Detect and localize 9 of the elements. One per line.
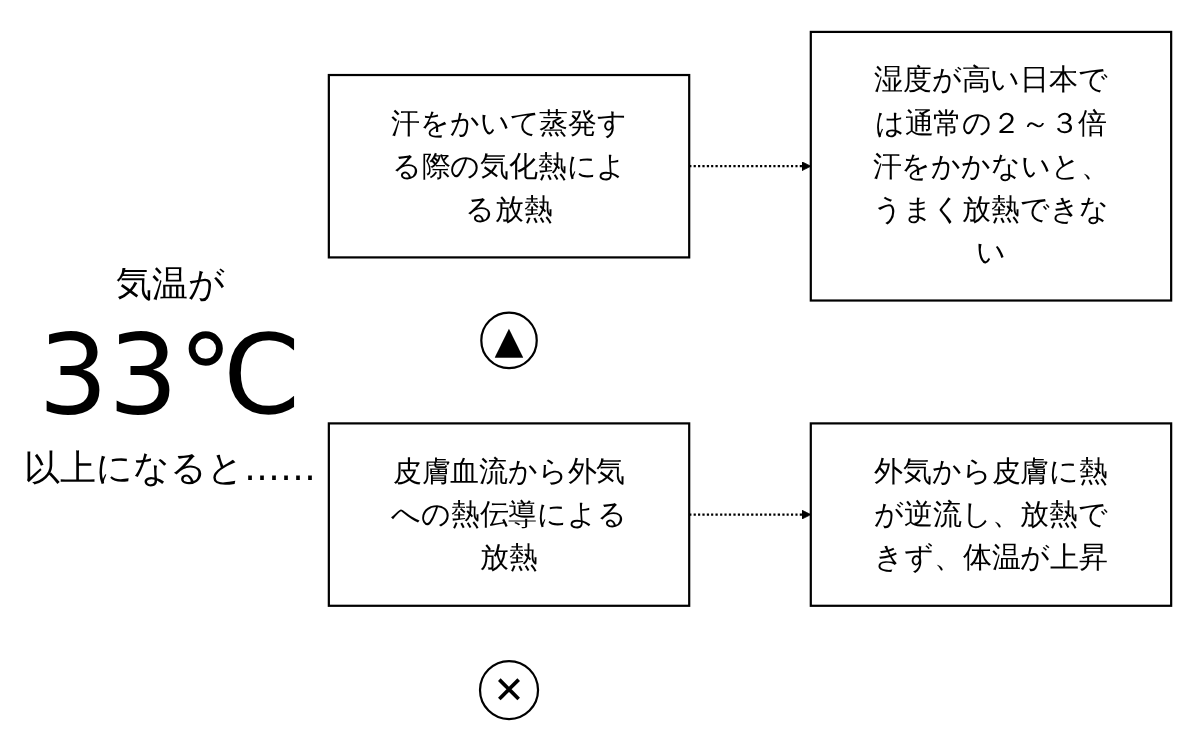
text-box: 外気から皮膚に熱が逆流し、放熱できず、体温が上昇 bbox=[809, 422, 1173, 607]
symbol-circle: ✕ bbox=[478, 659, 540, 721]
condition-text: 気温が bbox=[115, 262, 225, 305]
condition-text: 以上になると…… bbox=[24, 446, 316, 489]
temperature-value: 33℃ bbox=[38, 312, 302, 439]
symbol-circle: ▲ bbox=[480, 311, 538, 370]
text-box: 汗をかいて蒸発する際の気化熱による放熱 bbox=[327, 73, 691, 259]
text-box: 皮膚血流から外気への熱伝導による放熱 bbox=[327, 422, 691, 607]
text-box: 湿度が高い日本では通常の２～３倍汗をかかないと、うまく放熱できない bbox=[809, 30, 1173, 302]
